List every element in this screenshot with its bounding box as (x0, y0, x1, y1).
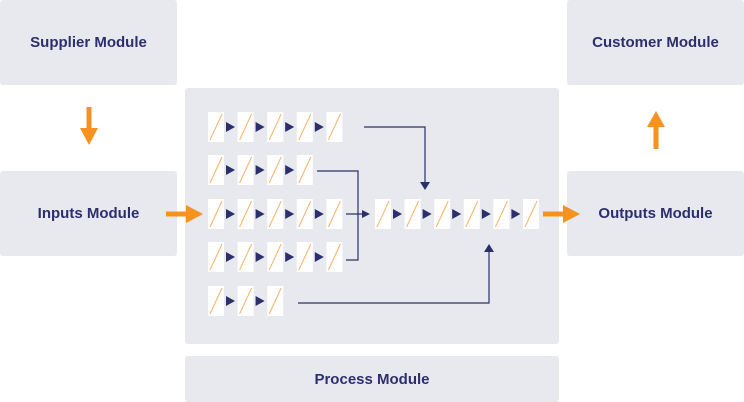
connector-line (364, 126, 426, 183)
process-row-2-tile-slash (298, 156, 312, 184)
arrow-icon (647, 111, 665, 127)
process-merged-row-tile-slash (465, 200, 479, 228)
process-row-4-tile-slash (327, 243, 341, 271)
process-merged-row-tile-slash (524, 200, 538, 228)
play-triangle-icon (255, 252, 265, 262)
play-triangle-icon (511, 209, 521, 219)
arrow-icon (186, 205, 203, 223)
process-row-1-tile-slash (209, 113, 223, 141)
inputs-module-label: Inputs Module (37, 205, 140, 222)
arrow-icon (166, 211, 188, 217)
arrow-icon (80, 128, 98, 145)
arrow-icon (653, 126, 659, 149)
connector-line (317, 170, 359, 261)
arrow-icon (362, 210, 370, 218)
process-row-5-tile-slash (268, 287, 282, 315)
supplier-module: Supplier Module (0, 0, 177, 85)
process-row-5-tile-slash (209, 287, 223, 315)
process-module-label: Process Module (314, 370, 430, 388)
outputs-module: Outputs Module (567, 171, 744, 256)
play-triangle-icon (255, 209, 265, 219)
connector-line (298, 250, 490, 304)
process-row-1-tile-slash (298, 113, 312, 141)
process-row-3-tile-slash (298, 200, 312, 228)
arrow-icon (420, 182, 430, 190)
process-row-2-tile-slash (209, 156, 223, 184)
play-triangle-icon (226, 209, 235, 219)
process-module: Process Module (185, 356, 559, 402)
process-row-2-tile-slash (239, 156, 253, 184)
process-row-3-tile-slash (268, 200, 282, 228)
play-triangle-icon (226, 296, 235, 306)
play-triangle-icon (255, 165, 265, 175)
process-row-4-tile-slash (298, 243, 312, 271)
play-triangle-icon (393, 209, 402, 219)
play-triangle-icon (285, 165, 295, 175)
process-row-4-tile-slash (209, 243, 223, 271)
process-merged-row-tile-slash (435, 200, 449, 228)
inputs-module: Inputs Module (0, 171, 177, 256)
arrow-icon (563, 205, 580, 223)
customer-module-label: Customer Module (592, 34, 719, 51)
process-row-1-tile-slash (327, 113, 341, 141)
process-row-5-tile-slash (239, 287, 253, 315)
play-triangle-icon (481, 209, 491, 219)
play-triangle-icon (422, 209, 432, 219)
process-merged-row-tile-slash (376, 200, 390, 228)
play-triangle-icon (285, 209, 295, 219)
supplier-module-label: Supplier Module (30, 34, 147, 51)
arrow-icon (484, 244, 494, 252)
process-row-3-tile-slash (327, 200, 341, 228)
play-triangle-icon (226, 122, 235, 132)
play-triangle-icon (285, 122, 295, 132)
play-triangle-icon (226, 252, 235, 262)
play-triangle-icon (314, 122, 324, 132)
customer-module: Customer Module (567, 0, 744, 85)
process-row-3-tile-slash (239, 200, 253, 228)
process-row-1-tile-slash (268, 113, 282, 141)
play-triangle-icon (314, 252, 324, 262)
arrow-icon (86, 107, 92, 130)
play-triangle-icon (452, 209, 462, 219)
process-row-2-tile-slash (268, 156, 282, 184)
process-row-4-tile-slash (268, 243, 282, 271)
process-row-3-tile-slash (209, 200, 223, 228)
process-merged-row-tile-slash (494, 200, 508, 228)
play-triangle-icon (255, 296, 265, 306)
arrow-icon (543, 211, 565, 217)
process-merged-row-tile-slash (406, 200, 420, 228)
process-row-1-tile-slash (239, 113, 253, 141)
play-triangle-icon (255, 122, 265, 132)
play-triangle-icon (314, 209, 324, 219)
play-triangle-icon (226, 165, 235, 175)
outputs-module-label: Outputs Module (598, 205, 713, 222)
play-triangle-icon (285, 252, 295, 262)
process-row-4-tile-slash (239, 243, 253, 271)
